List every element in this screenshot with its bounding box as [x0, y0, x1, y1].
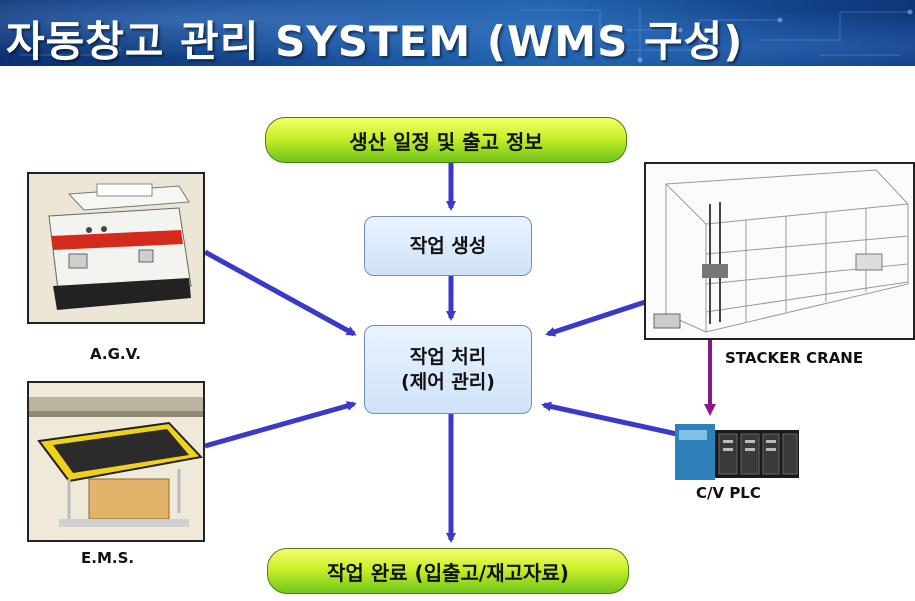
ems-image	[27, 381, 205, 542]
agv-illustration	[29, 174, 203, 322]
plc-label: C/V PLC	[696, 484, 761, 502]
header-glow	[0, 0, 915, 66]
job-create-label: 작업 생성	[409, 234, 487, 257]
header-banner: 자동창고 관리 SYSTEM (WMS 구성)	[0, 0, 915, 66]
input-info-box: 생산 일정 및 출고 정보	[265, 117, 627, 163]
job-process-label: 작업 처리	[409, 345, 487, 368]
stacker-crane-label: STACKER CRANE	[725, 349, 864, 367]
output-complete-label: 작업 완료 (입출고/재고자료)	[327, 560, 569, 585]
output-complete-box: 작업 완료 (입출고/재고자료)	[267, 548, 629, 594]
arrow-ems-to-process	[204, 401, 357, 449]
ems-illustration	[29, 383, 203, 540]
stacker-crane-illustration	[646, 164, 913, 338]
agv-label: A.G.V.	[90, 345, 141, 363]
plc-image	[675, 424, 799, 480]
input-info-label: 생산 일정 및 출고 정보	[349, 129, 543, 154]
arrow-agv-to-process	[203, 249, 357, 337]
circuit-pattern	[20, 8, 913, 63]
agv-image	[27, 172, 205, 324]
plc-illustration	[675, 424, 799, 480]
page-title: 자동창고 관리 SYSTEM (WMS 구성)	[6, 17, 744, 66]
job-create-box: 작업 생성	[364, 216, 532, 276]
job-process-box: 작업 처리 (제어 관리)	[364, 325, 532, 414]
ems-label: E.M.S.	[81, 549, 135, 567]
job-process-sublabel: (제어 관리)	[401, 370, 495, 393]
stacker-crane-image	[644, 162, 915, 340]
arrow-plc-to-process	[541, 401, 687, 439]
